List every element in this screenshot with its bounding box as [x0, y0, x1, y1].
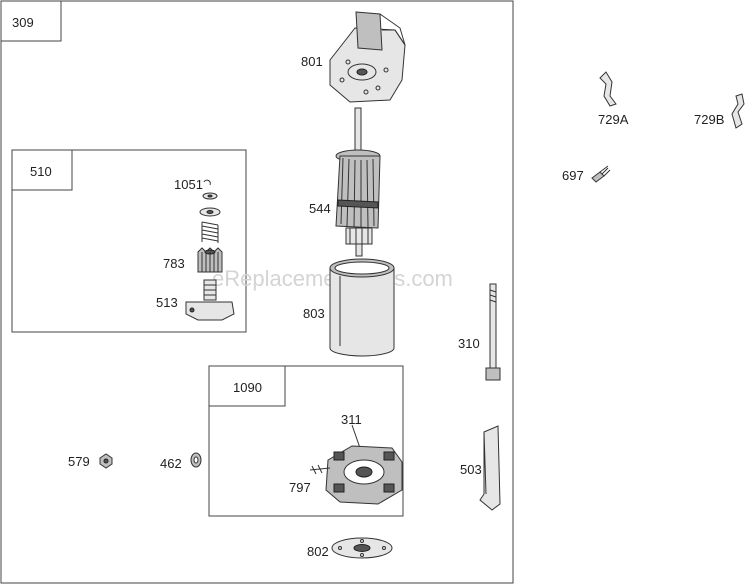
callout-462[interactable]: 462	[160, 456, 182, 471]
part-801-end-cap[interactable]	[329, 11, 406, 103]
callout-783[interactable]: 783	[163, 256, 185, 271]
part-697-screw[interactable]	[591, 165, 611, 183]
callout-1051[interactable]: 1051	[174, 177, 203, 192]
callout-579[interactable]: 579	[68, 454, 90, 469]
part-729b-clip[interactable]	[731, 93, 745, 129]
part-783-pinion[interactable]	[197, 221, 223, 273]
callout-797[interactable]: 797	[289, 480, 311, 495]
part-797-terminal[interactable]	[309, 464, 331, 475]
part-802-end-plate[interactable]	[331, 537, 393, 559]
part-1051-retaining-ring[interactable]	[199, 179, 221, 217]
callout-802[interactable]: 802	[307, 544, 329, 559]
part-544-armature[interactable]	[335, 107, 381, 257]
part-803-housing[interactable]	[329, 258, 395, 357]
group-309-frame: 309	[0, 0, 514, 584]
callout-803[interactable]: 803	[303, 306, 325, 321]
callout-310[interactable]: 310	[458, 336, 480, 351]
part-579-nut[interactable]	[99, 453, 113, 469]
callout-697[interactable]: 697	[562, 168, 584, 183]
callout-544[interactable]: 544	[309, 201, 331, 216]
callout-801[interactable]: 801	[301, 54, 323, 69]
part-311-brush-plate[interactable]	[325, 424, 403, 505]
group-label-1090[interactable]: 1090	[233, 380, 262, 395]
part-513-drive-base[interactable]	[185, 279, 235, 321]
part-462-washer[interactable]	[190, 452, 202, 468]
group-label-309[interactable]: 309	[12, 15, 34, 30]
callout-311[interactable]: 311	[341, 412, 362, 427]
group-label-510[interactable]: 510	[30, 164, 52, 179]
callout-503[interactable]: 503	[460, 462, 482, 477]
group-1090-frame: 1090	[208, 365, 404, 517]
callout-729a[interactable]: 729A	[598, 112, 629, 127]
group-510-frame: 510	[11, 149, 247, 333]
callout-513[interactable]: 513	[156, 295, 178, 310]
callout-729b[interactable]: 729B	[694, 112, 724, 127]
part-503-bracket[interactable]	[479, 425, 501, 511]
part-729a-clip[interactable]	[599, 71, 617, 107]
part-310-through-bolt[interactable]	[485, 283, 501, 381]
